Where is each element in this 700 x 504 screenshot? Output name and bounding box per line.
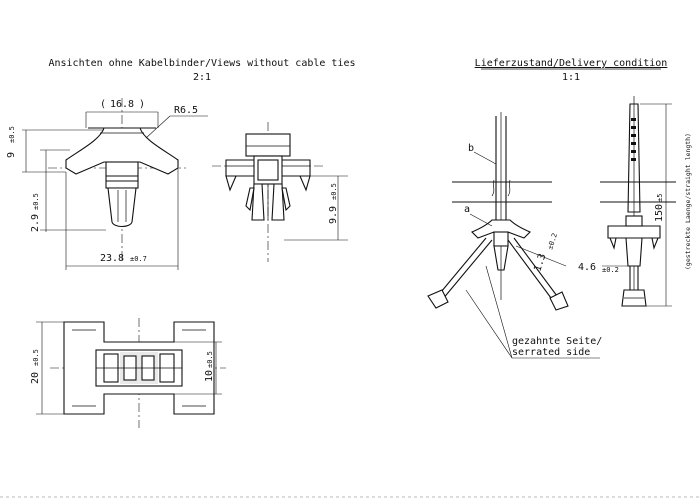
side-view: 9.9 ±0.5	[212, 122, 348, 262]
delivery-scale: 1:1	[562, 72, 580, 83]
dim-16-8-open-paren: (	[100, 99, 106, 110]
dim-9-tol: ±0.5	[8, 126, 16, 143]
dim-2-9: 2.9	[30, 214, 41, 232]
delivery-front-view: b a 1.3 ±0.2 gezahnte Seite/ serrated si…	[427, 112, 602, 359]
dim-1-3-tol: ±0.2	[546, 232, 559, 251]
dim-23-8-tol: ±0.7	[130, 255, 147, 263]
dim-4-6-tol: ±0.2	[602, 266, 619, 274]
front-view: 16.8 ( ) R6.5 9 ±0.5 2.9 ±0.5 23.8 ±0.7	[6, 98, 208, 270]
dim-23-8: 23.8	[100, 253, 124, 264]
label-b: b	[468, 143, 474, 154]
straight-length-note: (gestreckte Laenge/straight length)	[684, 133, 692, 270]
dim-16-8: 16.8	[110, 99, 134, 110]
dim-150: 150	[654, 204, 665, 222]
top-view: 20 ±0.5 10 ±0.5	[30, 318, 226, 428]
dim-1-3: 1.3	[532, 252, 548, 273]
dim-10: 10	[204, 370, 215, 382]
views-title: Ansichten ohne Kabelbinder/Views without…	[48, 58, 355, 69]
dim-4-6: 4.6	[578, 262, 596, 273]
dim-20-tol: ±0.5	[32, 349, 40, 366]
dim-150-tol: ±5	[656, 194, 664, 202]
views-scale: 2:1	[193, 72, 211, 83]
dim-2-9-tol: ±0.5	[32, 193, 40, 210]
dim-9: 9	[6, 152, 17, 158]
dim-9-9: 9.9	[328, 206, 339, 224]
callout-serrated-line2: serrated side	[512, 347, 590, 358]
delivery-side-view: 4.6 ±0.2 150 ±5 (gestreckte Laenge/strai…	[578, 96, 692, 307]
label-a: a	[464, 204, 470, 215]
dim-9-9-tol: ±0.5	[330, 183, 338, 200]
dim-20: 20	[30, 372, 41, 384]
delivery-title: Lieferzustand/Delivery condition	[475, 58, 668, 69]
dim-10-tol: ±0.5	[206, 351, 214, 368]
dim-r6-5: R6.5	[174, 105, 198, 116]
dim-16-8-close-paren: )	[139, 99, 145, 110]
callout-serrated-line1: gezahnte Seite/	[512, 336, 602, 347]
